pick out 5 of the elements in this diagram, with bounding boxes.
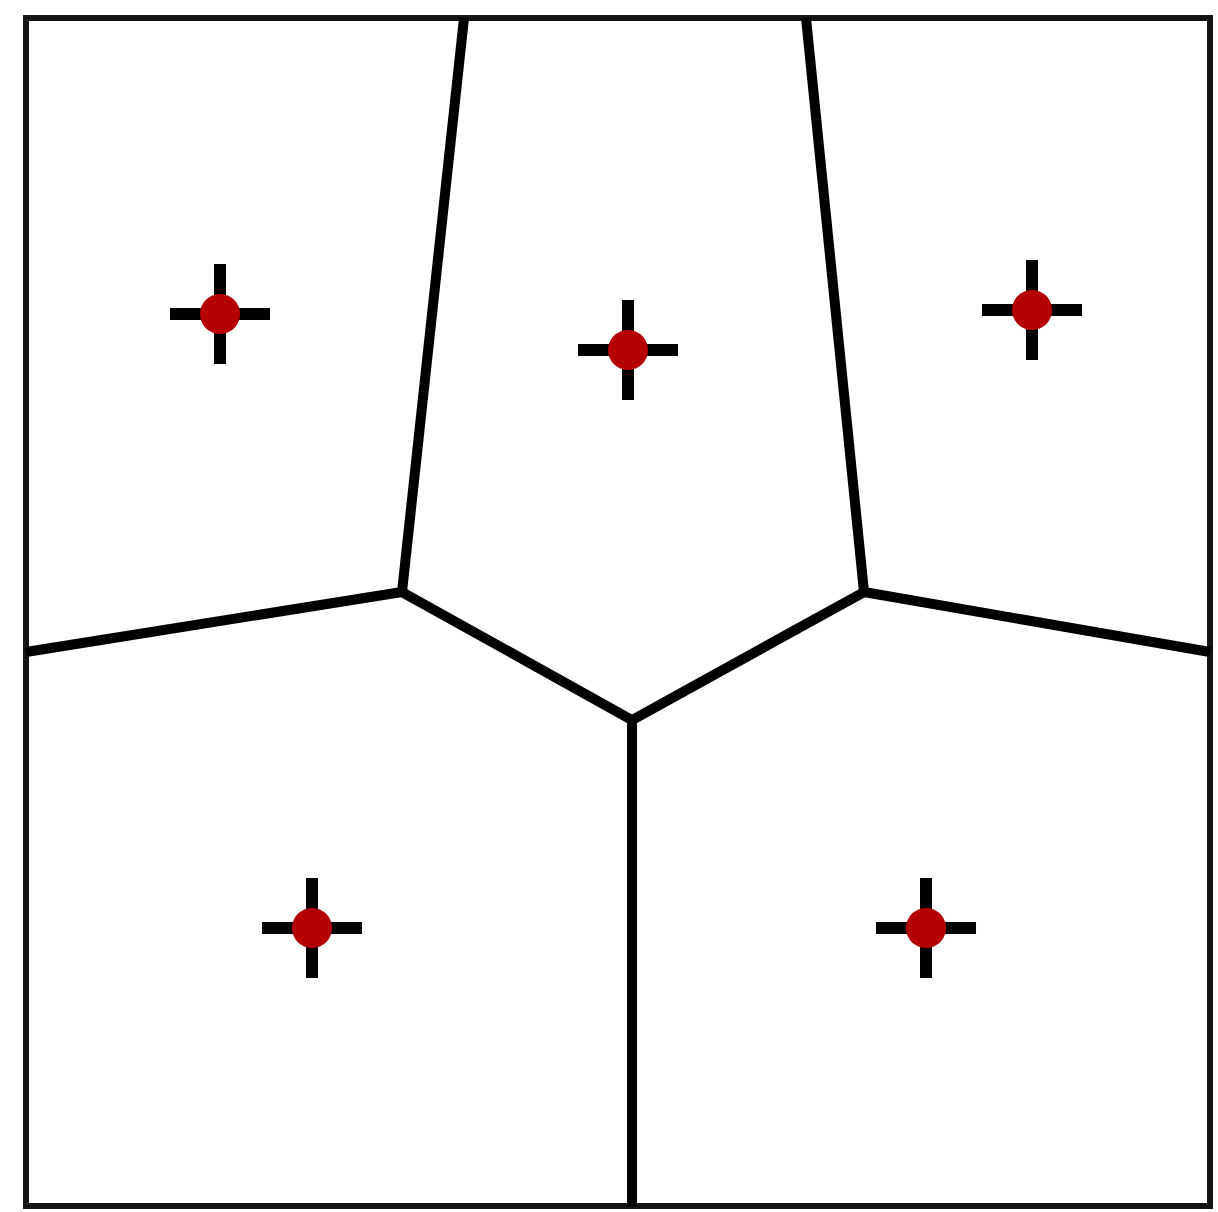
seed-point — [256, 872, 368, 984]
seed-point — [870, 872, 982, 984]
seed-point — [164, 258, 276, 370]
seed-point — [572, 294, 684, 406]
seed-point — [976, 254, 1088, 366]
